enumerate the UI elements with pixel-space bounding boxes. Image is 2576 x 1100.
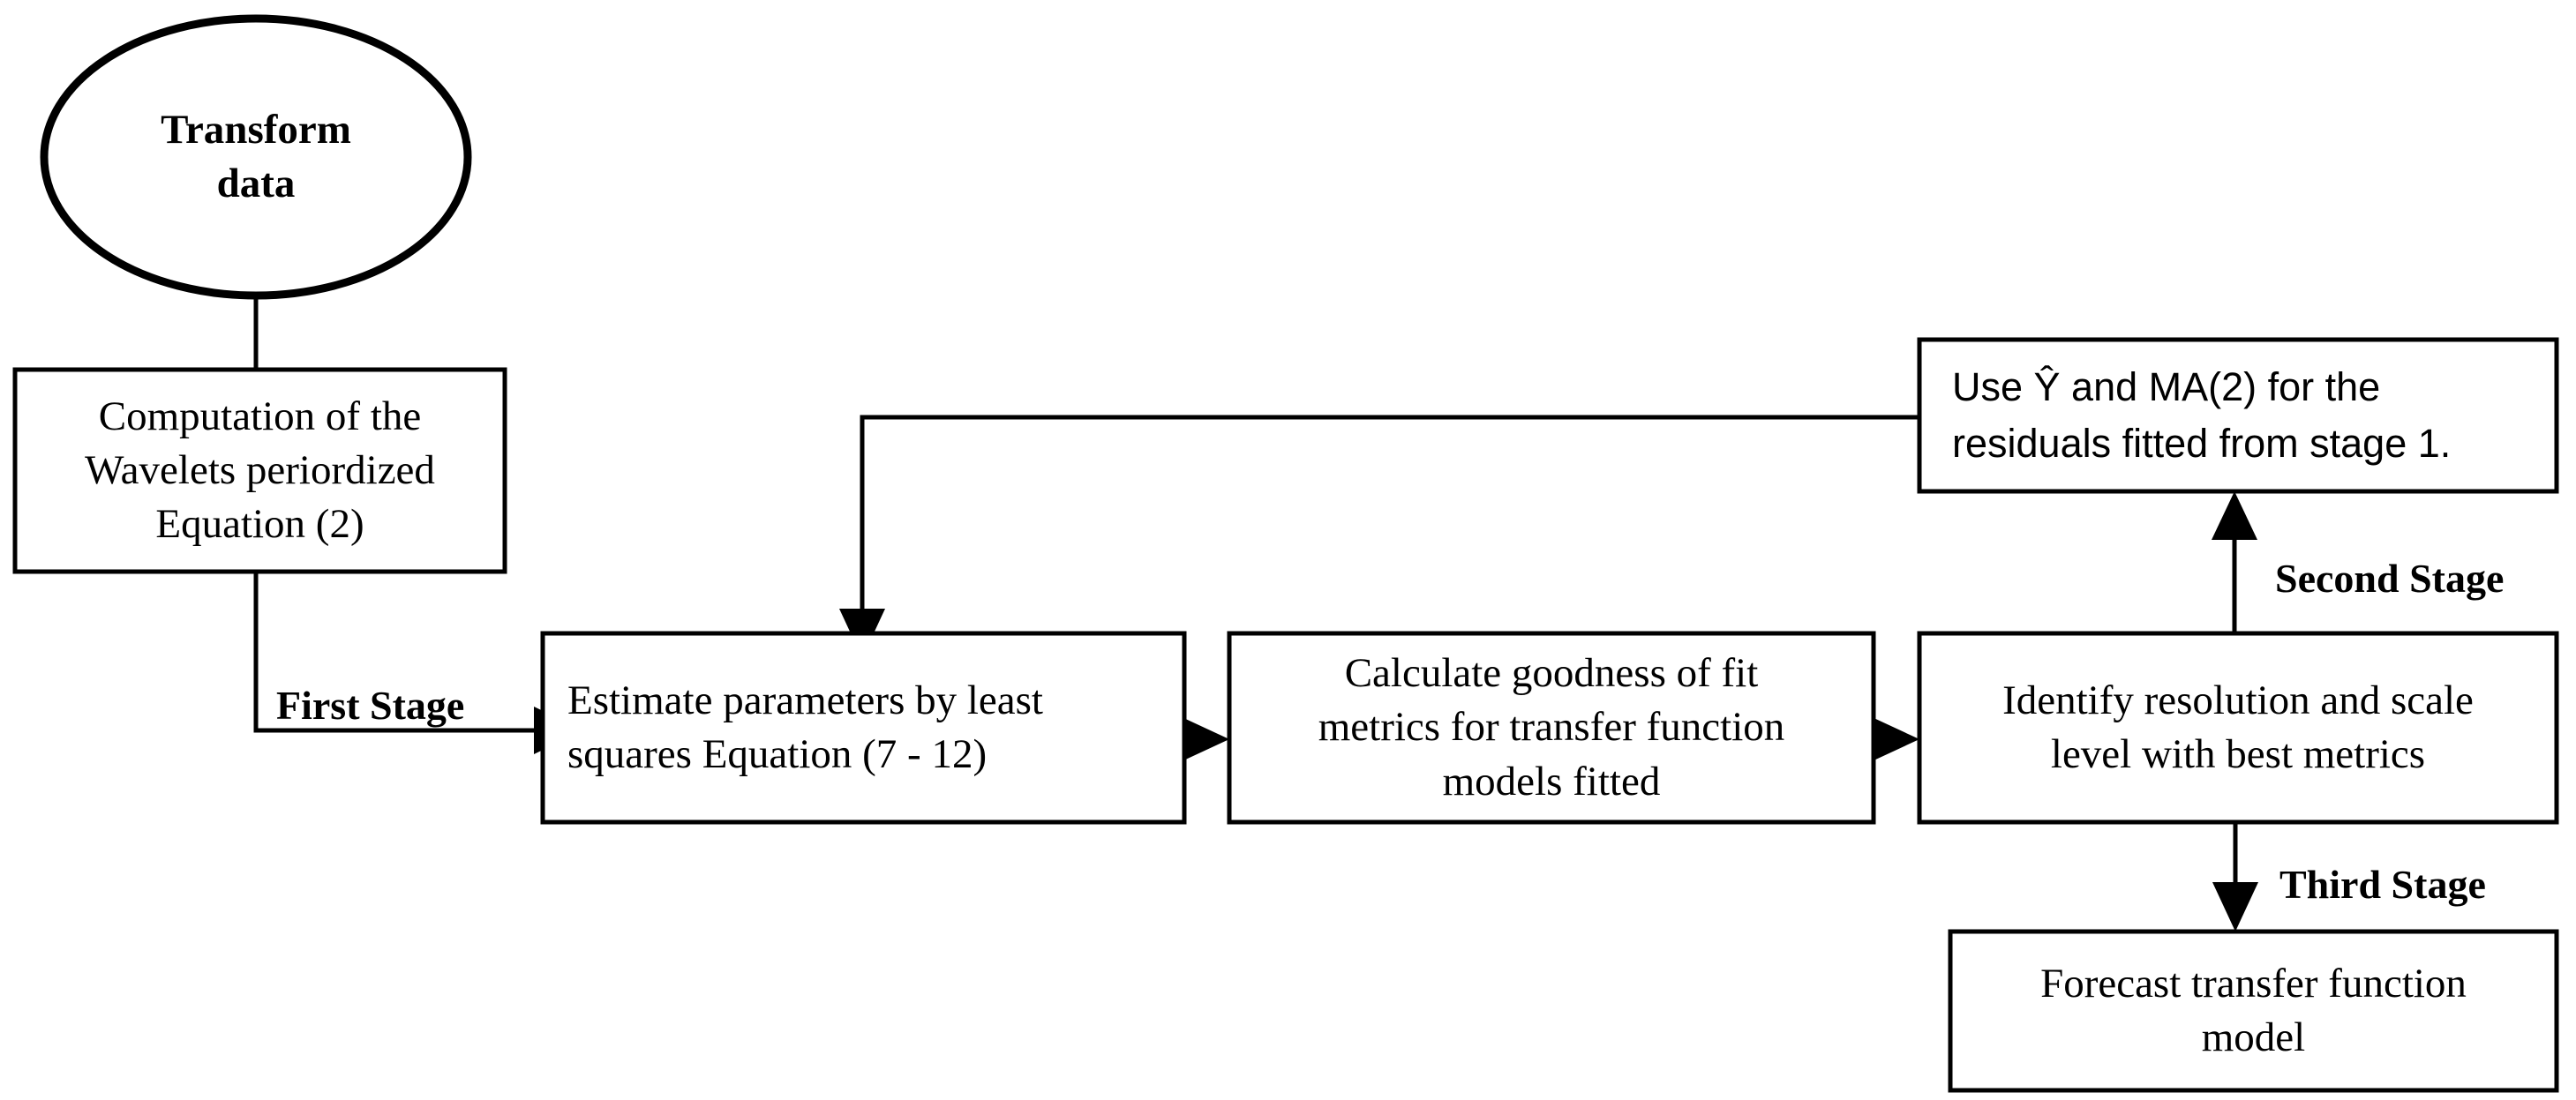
node-shape-forecast-model[interactable]	[1948, 929, 2559, 1093]
node-shape-transform-data[interactable]	[40, 14, 472, 300]
node-shape-estimate-parameters[interactable]	[540, 631, 1187, 825]
node-shape-identify-resolution[interactable]	[1917, 631, 2559, 825]
node-shape-calculate-goodness[interactable]	[1227, 631, 1876, 825]
node-shape-computation-wavelets[interactable]	[12, 367, 507, 574]
arrowhead-estimate-to-calculate	[1180, 716, 1229, 762]
arrowhead-identify-to-forecast	[2212, 882, 2258, 932]
node-shape-use-yhat-ma2[interactable]	[1917, 337, 2559, 494]
arrowhead-calculate-to-identify	[1870, 716, 1919, 762]
edge-computation-to-estimate	[253, 572, 534, 733]
arrowhead-identify-to-use-yhat	[2212, 491, 2257, 540]
edge-use-yhat-to-estimate-feedback	[860, 415, 1919, 633]
